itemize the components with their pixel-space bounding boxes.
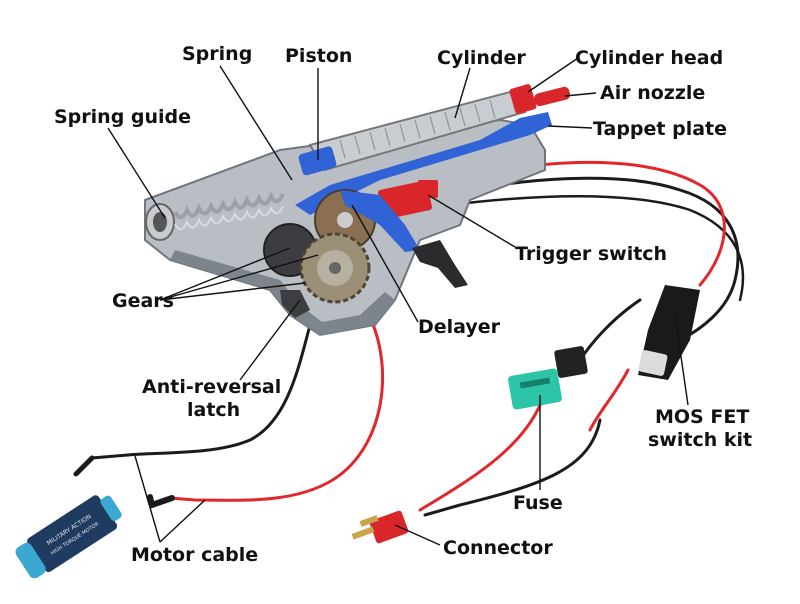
motor-wire-red-tip xyxy=(147,494,175,509)
label-tappet-plate: Tappet plate xyxy=(593,118,727,140)
mosfet-kit xyxy=(638,285,700,380)
leader-tappet-plate xyxy=(547,125,593,129)
motor-wire-black xyxy=(76,316,314,474)
label-delayer: Delayer xyxy=(418,316,501,338)
motor: MILITARY ACTION HIGH TORQUE MOTOR xyxy=(15,495,122,579)
leader-motor-cable-2 xyxy=(159,499,206,543)
anti-reversal-latch xyxy=(280,290,310,318)
spring-coils xyxy=(173,191,285,220)
motor-cap-right xyxy=(100,495,122,521)
connector-body xyxy=(369,510,409,544)
leader-motor-cable-1 xyxy=(134,455,161,543)
label-mosfet-line1: MOS FET xyxy=(655,406,749,428)
gearbox xyxy=(144,84,571,337)
leader-anti-reversal xyxy=(239,299,301,381)
deans-connector xyxy=(351,510,409,544)
motor-wire-black-tip xyxy=(73,455,95,477)
leader-gears-2 xyxy=(159,254,319,301)
spring-guide-assembly xyxy=(145,191,285,241)
fuse-housing-dark xyxy=(554,346,588,378)
motor-cap-left xyxy=(15,542,46,579)
motor-wire-red xyxy=(168,320,385,502)
leader-air-nozzle xyxy=(564,92,597,97)
leader-connector xyxy=(394,524,441,546)
label-trigger-switch: Trigger switch xyxy=(515,243,667,265)
leader-gears-1 xyxy=(159,247,291,301)
leader-lines xyxy=(107,57,689,546)
fuse-to-connector-red xyxy=(418,403,542,512)
trigger-switch-assembly xyxy=(340,180,468,288)
leader-mosfet xyxy=(674,314,689,406)
leader-cylinder-head xyxy=(527,57,579,93)
fuse-assembly xyxy=(508,346,588,410)
leader-trigger-switch xyxy=(427,194,516,248)
switch-wire-black-2 xyxy=(448,195,745,302)
mosfet-to-fuse-red xyxy=(588,368,630,432)
label-anti-reversal-line2: latch xyxy=(187,399,240,421)
label-spring-guide: Spring guide xyxy=(54,106,191,128)
label-fuse: Fuse xyxy=(513,492,563,514)
label-mosfet-line2: switch kit xyxy=(648,429,752,451)
label-cylinder-head: Cylinder head xyxy=(575,47,723,69)
air-nozzle xyxy=(534,86,571,107)
label-gears: Gears xyxy=(112,290,174,312)
switch-wire-black-1 xyxy=(443,176,740,342)
leader-spring-guide xyxy=(107,127,166,219)
piston xyxy=(298,146,337,176)
label-air-nozzle: Air nozzle xyxy=(600,82,705,104)
delayer xyxy=(340,190,420,252)
fuse-to-connector-black xyxy=(423,418,602,517)
fuse-connector xyxy=(508,368,562,410)
connector-pin xyxy=(351,526,375,540)
leader-gears-3 xyxy=(159,282,306,301)
label-spring: Spring xyxy=(182,43,252,65)
labels: Spring Piston Cylinder Cylinder head Spr… xyxy=(54,43,752,566)
leader-spring xyxy=(219,65,293,181)
label-anti-reversal-line1: Anti-reversal xyxy=(142,376,281,398)
motor-body xyxy=(27,495,118,573)
tappet-plate xyxy=(295,112,552,215)
gear-set xyxy=(263,189,376,304)
trigger xyxy=(412,240,468,288)
leader-delayer xyxy=(351,204,419,323)
cylinder-assembly xyxy=(295,84,571,215)
leader-cylinder xyxy=(454,67,471,119)
label-connector: Connector xyxy=(443,537,553,559)
label-piston: Piston xyxy=(285,45,352,67)
label-motor-cable: Motor cable xyxy=(131,544,258,566)
label-cylinder: Cylinder xyxy=(437,47,526,69)
